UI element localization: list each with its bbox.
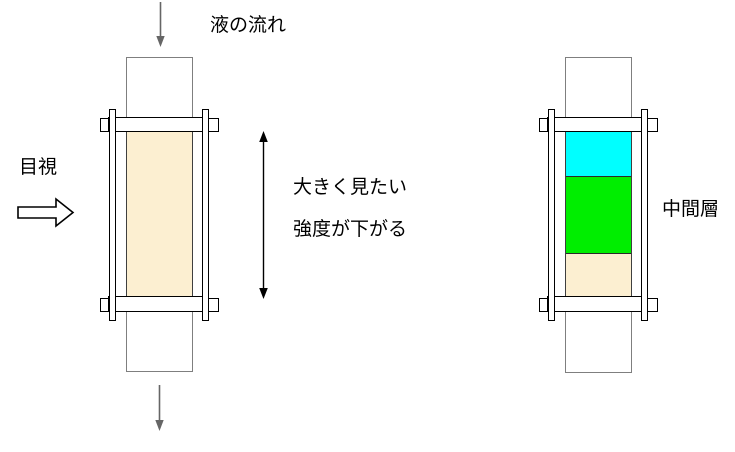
visual-inspection-label: 目視: [19, 157, 58, 178]
right-layer-bottom: [566, 253, 631, 296]
right-bottom-pipe: [565, 309, 632, 373]
left-tie-rod-right: [202, 109, 209, 321]
right-layer-middle: [566, 176, 631, 253]
strength-decreases-label: 強度が下がる: [293, 219, 408, 240]
visual-inspection-right-arrow-icon: [17, 197, 75, 228]
left-glass-column: [126, 131, 193, 297]
flow-direction-label: 液の流れ: [210, 15, 287, 36]
right-top-pipe: [565, 57, 632, 119]
right-tie-rod-left: [548, 109, 555, 321]
flow-down-arrow-top-icon: [156, 2, 165, 47]
left-top-pipe: [126, 57, 193, 119]
right-bottom-flange: [547, 296, 648, 312]
right-layer-top: [566, 132, 631, 176]
right-top-flange: [547, 117, 647, 132]
middle-layer-label: 中間層: [662, 199, 720, 220]
flow-down-arrow-bottom-icon: [155, 385, 164, 431]
double-headed-height-arrow-icon: [259, 131, 268, 299]
left-top-flange: [108, 117, 208, 132]
want-to-see-larger-label: 大きく見たい: [293, 177, 408, 198]
left-bottom-pipe: [126, 309, 193, 372]
left-bottom-flange: [108, 296, 209, 312]
right-tie-rod-right: [641, 109, 648, 321]
right-glass-column: [565, 131, 632, 297]
left-tie-rod-left: [109, 109, 116, 321]
